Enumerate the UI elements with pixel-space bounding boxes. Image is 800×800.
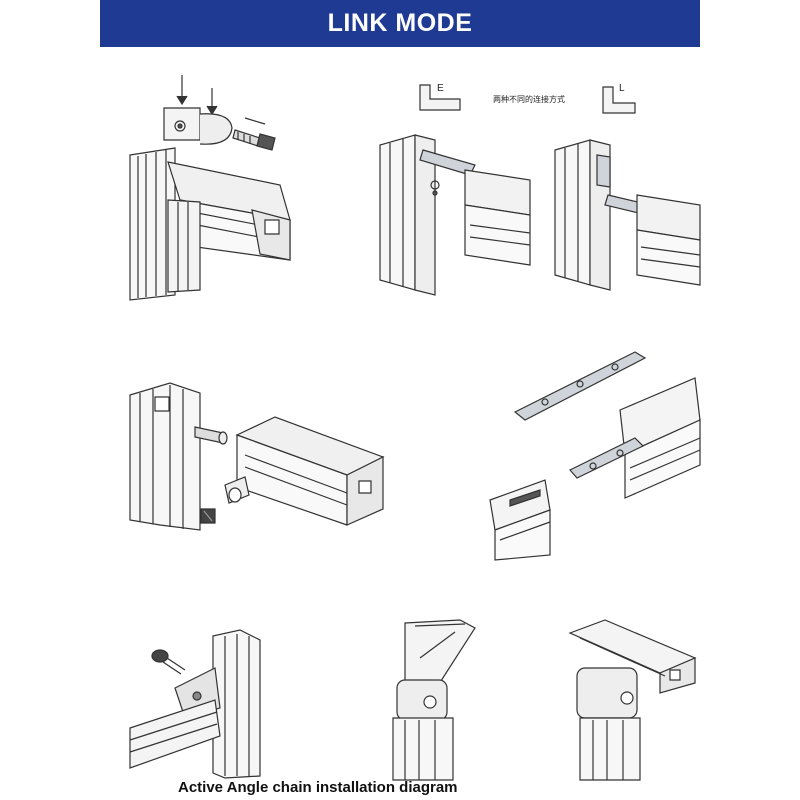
label-e: E [437, 83, 444, 94]
diagram-anchor-connector [125, 375, 390, 535]
arrow-down-icon [207, 88, 217, 114]
diagram-caption: Active Angle chain installation diagram [178, 779, 458, 796]
label-l: L [619, 83, 625, 94]
arrow-down-icon [177, 75, 187, 104]
screw-icon [152, 650, 185, 674]
page-title: LINK MODE [327, 9, 473, 37]
set-screw-icon [201, 509, 215, 523]
diagram-pivot-joint-horizontal [565, 618, 700, 783]
bracket-icon [164, 108, 232, 144]
header-banner: LINK MODE [100, 0, 700, 47]
anchor-pin-icon [195, 427, 227, 444]
diagram-strip-nut-connector [485, 350, 705, 560]
diagram-two-connection-methods: E L 两种不同的连接方式 [375, 83, 705, 300]
hinge-icon [397, 680, 447, 720]
strip-nut-icon [515, 352, 645, 420]
label-two-methods: 两种不同的连接方式 [493, 94, 565, 104]
diagram-angle-bracket [125, 628, 265, 778]
hinge-icon [577, 668, 637, 718]
hinge-icon [225, 477, 249, 503]
diagram-t-bracket-screw [120, 70, 310, 300]
diagram-pivot-joint-upright [385, 618, 480, 783]
screw-icon [233, 118, 275, 150]
